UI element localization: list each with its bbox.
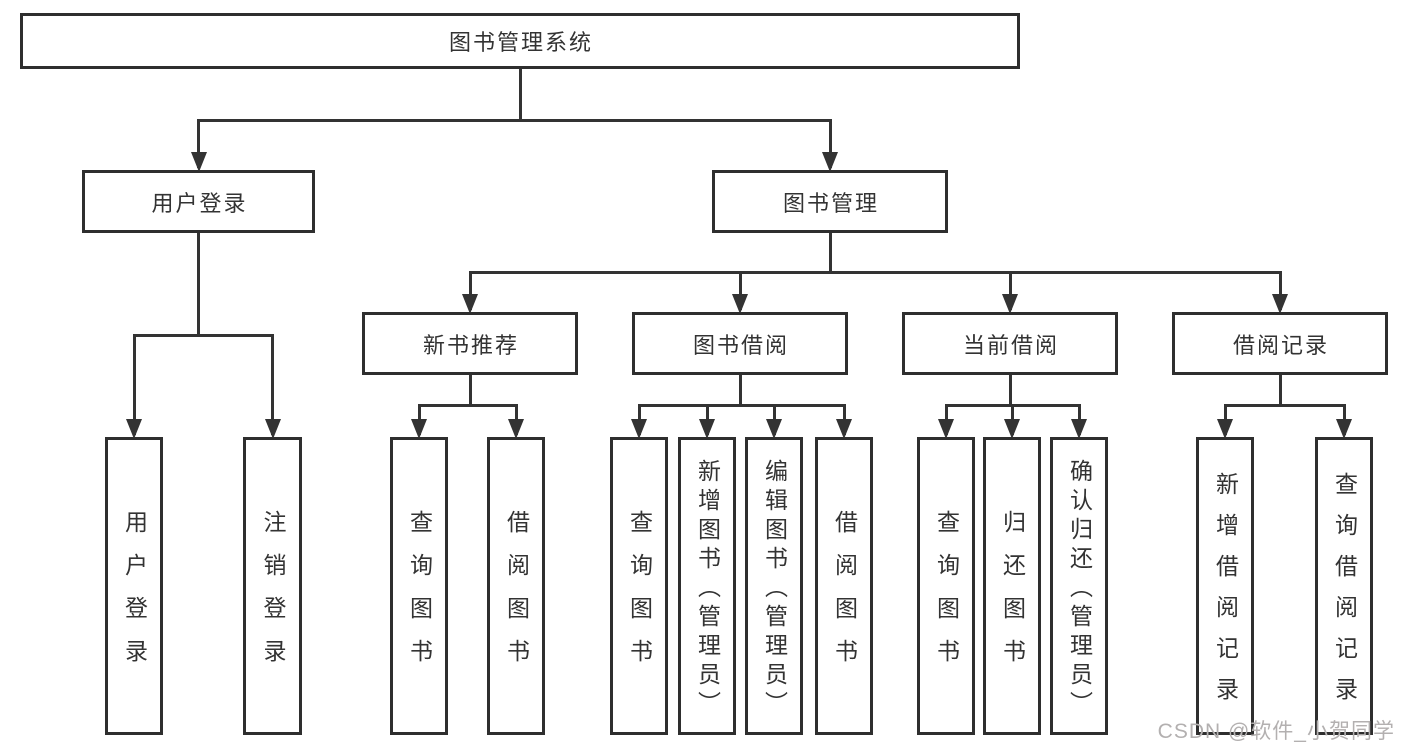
node-label: 归还图书 [999,510,1026,682]
connector-line [417,403,518,407]
arrowhead-down-icon [631,419,647,439]
node-label: 新书推荐 [422,332,519,358]
node-query-books-current: 查询图书 [917,437,975,735]
connector-line [468,375,472,407]
node-query-books-borrow: 查询图书 [610,437,668,735]
node-label: 图书借阅 [692,332,789,358]
connector-line [1223,403,1346,407]
watermark: CSDN @软件_小贺同学 [1157,720,1395,743]
arrowhead-down-icon [462,294,478,314]
node-label: 注销登录 [260,510,286,682]
node-label: 图书管理 [782,190,879,216]
node-book-management: 图书管理 [712,170,948,233]
node-label: 查询借阅记录 [1331,472,1358,718]
arrowhead-down-icon [699,419,715,439]
node-add-books-admin: 新增图书（管理员） [678,437,736,735]
node-query-borrow-record: 查询借阅记录 [1315,437,1373,735]
arrowhead-down-icon [1071,419,1087,439]
arrowhead-down-icon [264,419,281,439]
connector-line [828,233,832,274]
arrowhead-down-icon [126,419,142,439]
node-label: 编辑图书（管理员） [761,458,788,720]
node-label: 用户登录 [151,190,248,216]
node-borrow-books-action: 借阅图书 [815,437,873,735]
arrowhead-down-icon [1272,294,1288,314]
connector-line [738,272,742,310]
connector-line [738,375,742,407]
connector-line [1278,272,1282,310]
arrowhead-down-icon [1336,419,1352,439]
node-current-borrowing: 当前借阅 [902,312,1118,375]
node-logout-action: 注销登录 [243,437,302,735]
node-confirm-return-admin: 确认归还（管理员） [1050,437,1108,735]
arrowhead-down-icon [411,419,427,439]
node-label: 新增图书（管理员） [694,458,721,720]
arrowhead-down-icon [822,152,838,172]
arrowhead-down-icon [1002,294,1018,314]
arrowhead-down-icon [190,152,207,172]
node-label: 查询图书 [626,510,653,682]
arrowhead-down-icon [766,419,782,439]
connector-line [637,403,846,407]
node-book-borrowing: 图书借阅 [632,312,848,375]
connector-line [197,233,200,337]
connector-line [1008,375,1012,407]
node-new-book-recommendation: 新书推荐 [362,312,578,375]
arrowhead-down-icon [1217,419,1233,439]
node-return-books: 归还图书 [983,437,1041,735]
node-label: 查询图书 [406,510,433,682]
connector-line [1008,272,1012,310]
connector-line [468,270,1282,274]
node-user-login: 用户登录 [82,170,315,233]
node-label: 用户登录 [121,510,148,682]
node-label: 借阅记录 [1232,332,1329,358]
node-borrow-books-recommend: 借阅图书 [487,437,545,735]
arrowhead-down-icon [732,294,748,314]
connector-line [828,120,832,168]
node-label: 查询图书 [933,510,960,682]
node-label: 当前借阅 [962,332,1059,358]
connector-line [197,118,832,122]
arrowhead-down-icon [938,419,954,439]
connector-line [132,335,136,435]
arrowhead-down-icon [836,419,852,439]
node-borrowing-records: 借阅记录 [1172,312,1388,375]
connector-line [468,272,472,310]
node-label: 确认归还（管理员） [1066,458,1093,720]
node-label: 借阅图书 [503,510,530,682]
connector-line [132,333,274,337]
connector-line [518,69,522,122]
node-edit-books-admin: 编辑图书（管理员） [745,437,803,735]
node-library-management-system: 图书管理系统 [20,13,1020,69]
node-label: 图书管理系统 [448,30,593,55]
node-label: 新增借阅记录 [1212,472,1239,718]
arrowhead-down-icon [508,419,524,439]
node-query-books-recommend: 查询图书 [390,437,448,735]
node-add-borrow-record: 新增借阅记录 [1196,437,1254,735]
node-user-login-action: 用户登录 [105,437,163,735]
connector-line [197,120,200,168]
node-label: 借阅图书 [831,510,858,682]
connector-line [271,335,274,435]
arrowhead-down-icon [1004,419,1020,439]
connector-line [1278,375,1282,407]
